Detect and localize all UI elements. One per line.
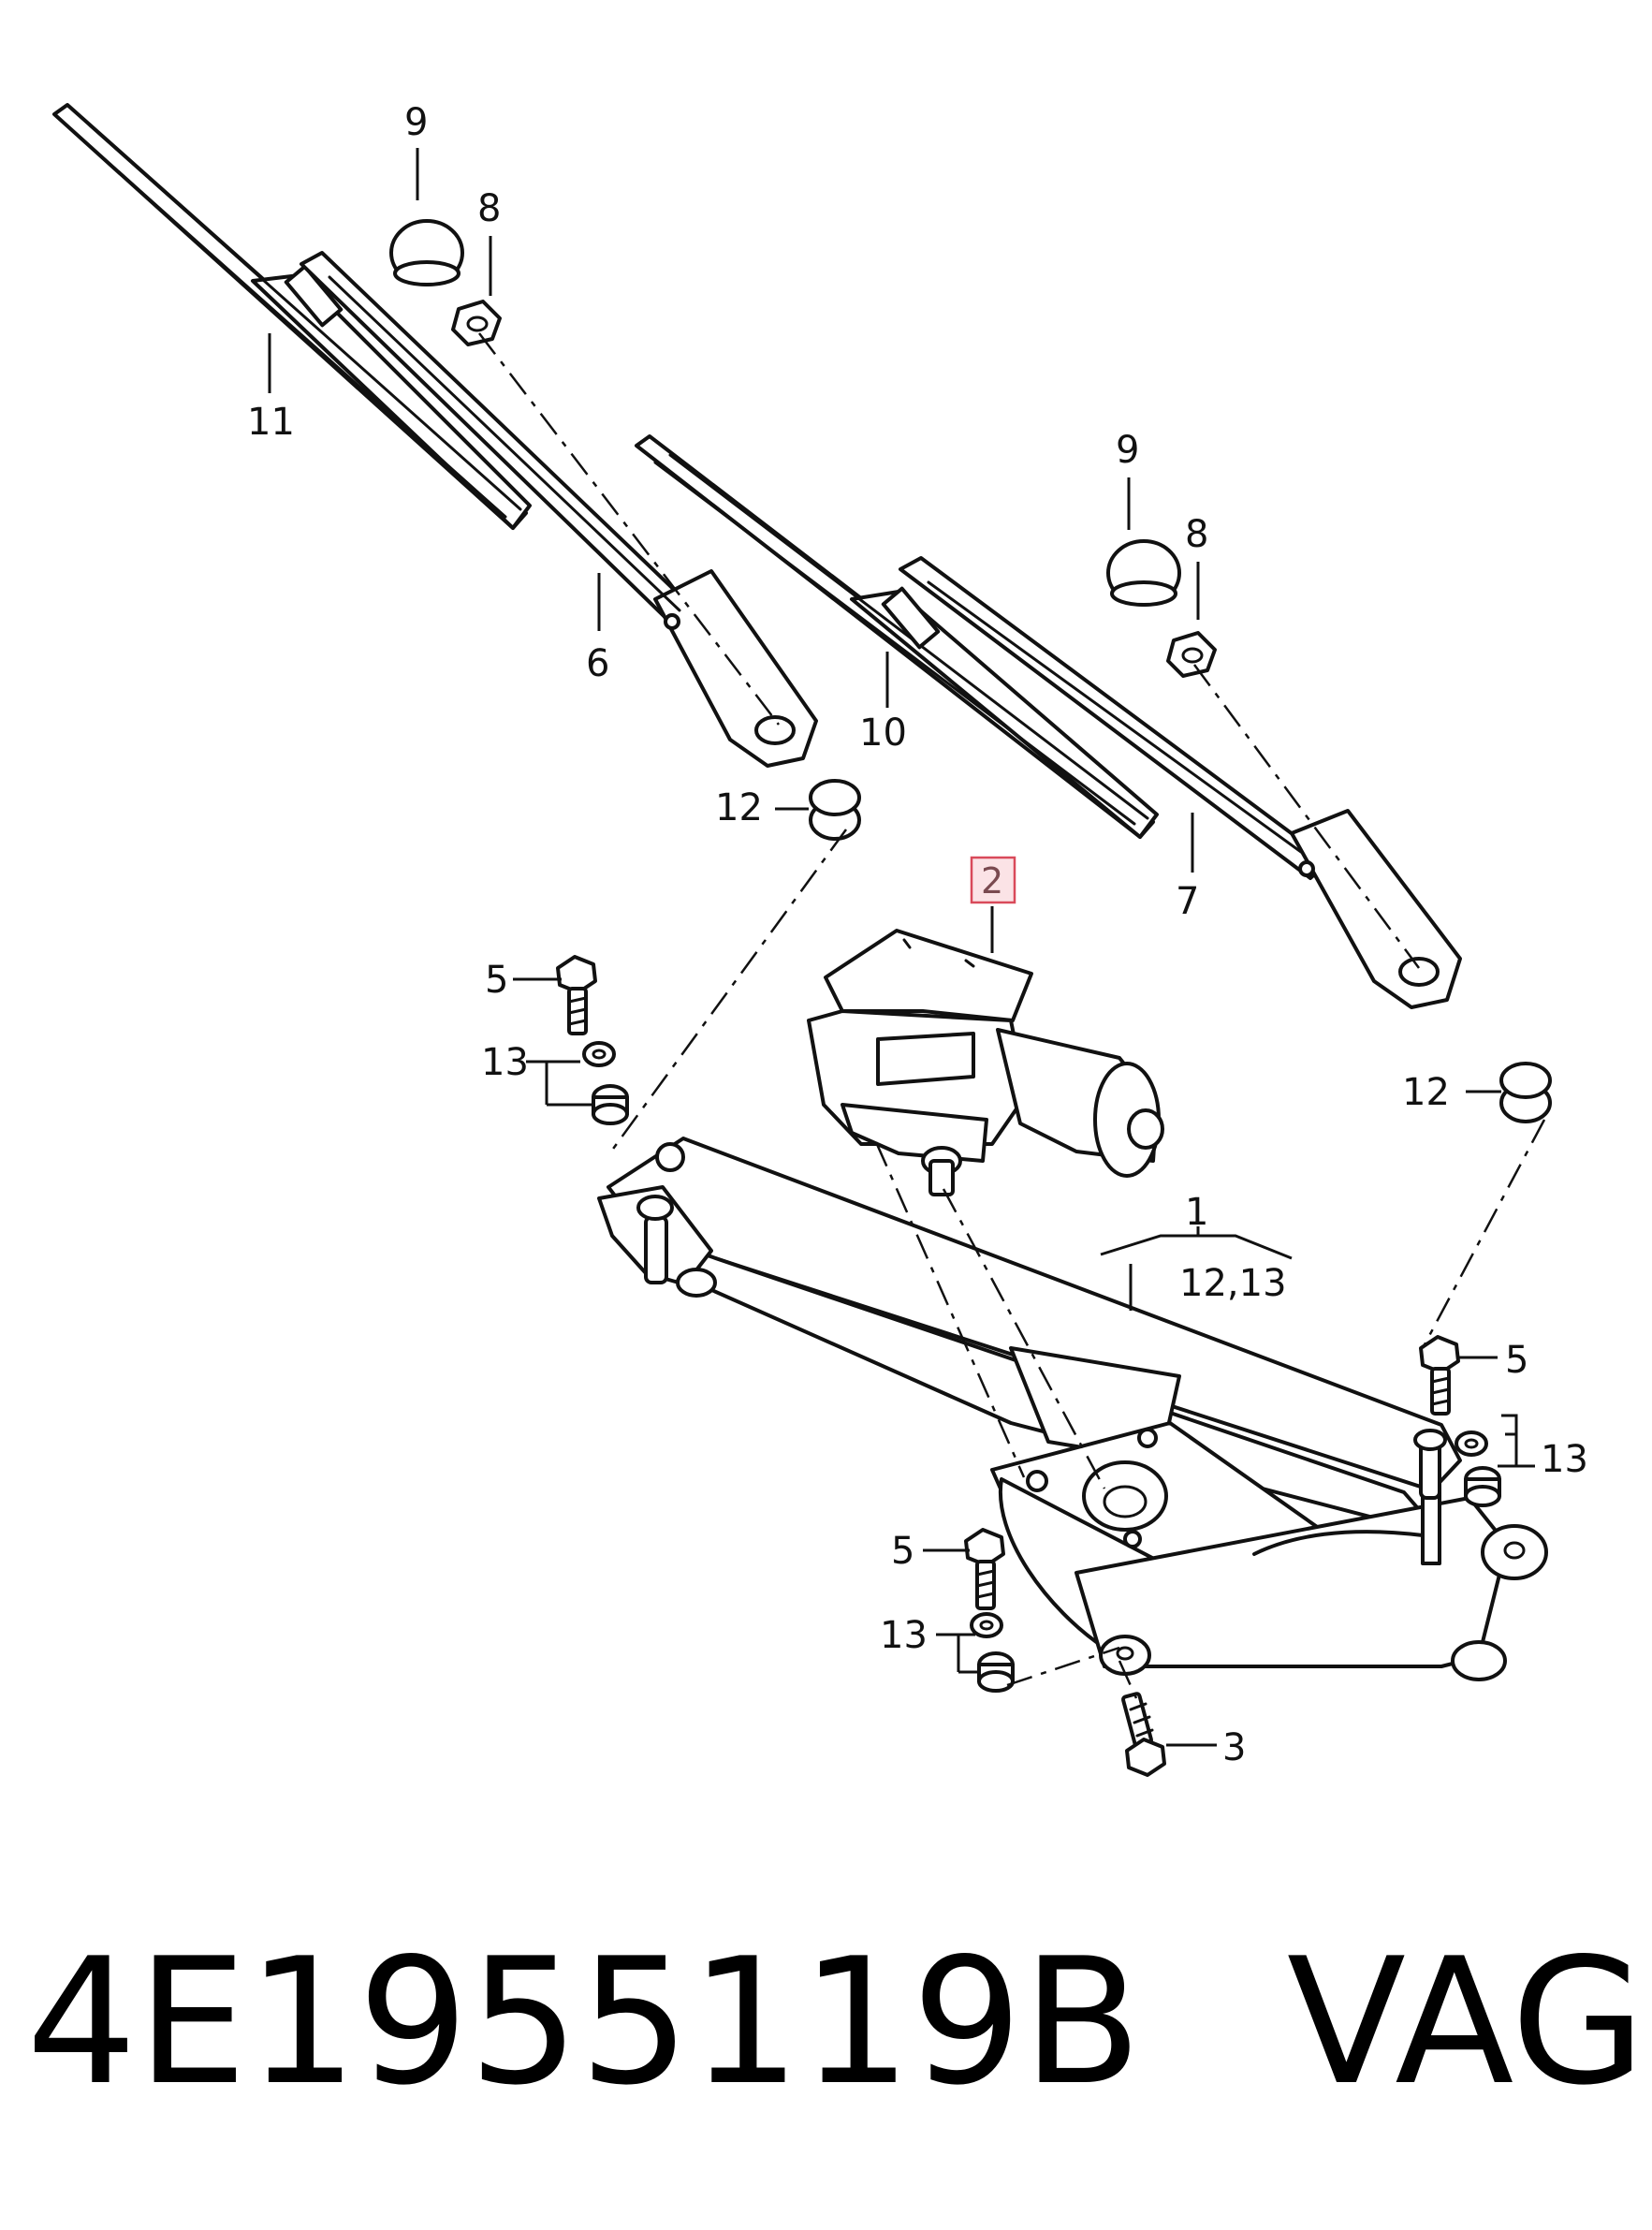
callout-12-13: 12,13 bbox=[1179, 1262, 1287, 1305]
callout-5-left: 5 bbox=[485, 959, 508, 1002]
callout-7: 7 bbox=[1176, 880, 1199, 923]
leader-lines bbox=[268, 148, 1535, 1747]
cap-icon bbox=[1106, 539, 1181, 607]
part-number: 4E1955119B bbox=[26, 1920, 1142, 2123]
bolt-icon bbox=[556, 955, 597, 1035]
nut-icon bbox=[451, 300, 502, 346]
wiper-arm-icon bbox=[300, 251, 818, 768]
callout-5-bottom: 5 bbox=[891, 1530, 914, 1573]
assembly-lines bbox=[478, 332, 1546, 1699]
callout-13-right: 13 bbox=[1541, 1438, 1588, 1481]
bolt-icon bbox=[1120, 1692, 1166, 1777]
callout-6: 6 bbox=[586, 642, 609, 685]
wiper-motor-icon bbox=[807, 929, 1164, 1196]
wiper-assembly-diagram: 9 8 11 6 9 8 10 12 7 2 5 13 12 1 12,13 5… bbox=[52, 101, 1588, 1777]
callout-8-right: 8 bbox=[1185, 513, 1208, 556]
callout-9-right: 9 bbox=[1116, 429, 1139, 472]
callout-5-right: 5 bbox=[1505, 1339, 1528, 1382]
grommet-icon bbox=[809, 779, 861, 841]
grommet-icon bbox=[582, 1041, 629, 1125]
callout-1: 1 bbox=[1185, 1191, 1208, 1234]
callout-11: 11 bbox=[247, 401, 295, 444]
callout-12-right: 12 bbox=[1402, 1071, 1450, 1114]
callouts: 9 8 11 6 9 8 10 12 7 2 5 13 12 1 12,13 5… bbox=[247, 101, 1588, 1769]
callout-13-bottom: 13 bbox=[880, 1614, 928, 1657]
cap-icon bbox=[389, 219, 464, 286]
wiper-blade-icon bbox=[52, 103, 532, 530]
callout-9-left: 9 bbox=[404, 101, 428, 144]
bolt-icon bbox=[964, 1528, 1005, 1610]
grommet-icon bbox=[1455, 1430, 1501, 1507]
callout-8-left: 8 bbox=[477, 187, 501, 230]
callout-13-left: 13 bbox=[481, 1041, 529, 1084]
callout-12-left: 12 bbox=[715, 786, 763, 829]
callout-10: 10 bbox=[859, 712, 907, 755]
brand-name: VAG bbox=[1286, 1920, 1646, 2123]
callout-2: 2 bbox=[981, 860, 1003, 902]
wiper-linkage-icon bbox=[597, 1137, 1548, 1681]
bolt-icon bbox=[1419, 1335, 1460, 1416]
wiper-blade-icon bbox=[635, 434, 1159, 839]
part-caption: 4E1955119B VAG bbox=[26, 1920, 1645, 2123]
nut-icon bbox=[1166, 631, 1217, 678]
grommet-icon bbox=[1499, 1062, 1552, 1123]
callout-3: 3 bbox=[1222, 1726, 1246, 1769]
wiper-arm-icon bbox=[899, 556, 1462, 1009]
grommet-icon bbox=[970, 1612, 1015, 1693]
callout-2-highlight bbox=[970, 856, 1016, 904]
